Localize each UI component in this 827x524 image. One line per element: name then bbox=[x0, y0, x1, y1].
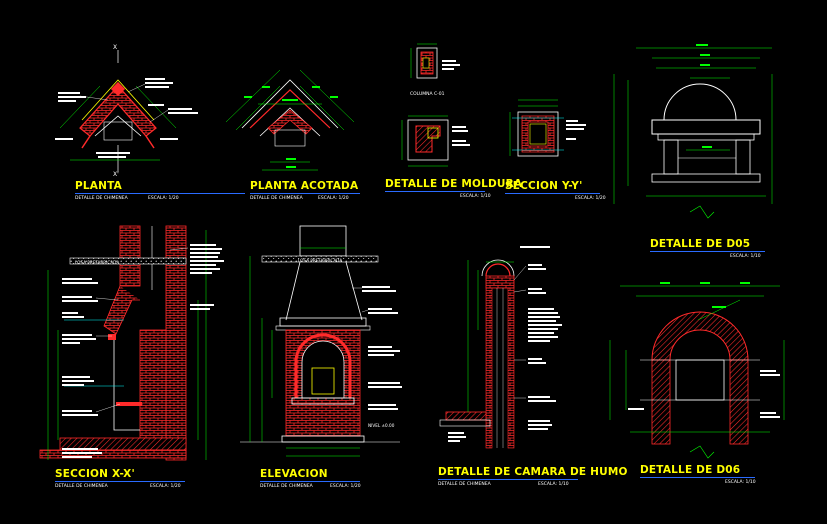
subtitle-planta: DETALLE DE CHIMENEA bbox=[75, 196, 128, 201]
losa-label-2: LOSA PREFABRICADA bbox=[298, 258, 342, 263]
title-underline bbox=[650, 251, 765, 252]
columna-label: COLUMNA C-01 bbox=[410, 91, 445, 97]
title-underline bbox=[640, 477, 755, 478]
seccion-yy-view bbox=[509, 99, 586, 157]
scale-d06: ESCALA: 1/10 bbox=[725, 480, 756, 485]
title-seccion-xx: SECCION X-X' bbox=[55, 468, 135, 480]
section-x-label: X bbox=[113, 44, 117, 51]
scale-planta: ESCALA: 1/20 bbox=[148, 196, 179, 201]
title-planta-acotada: PLANTA ACOTADA bbox=[250, 180, 359, 192]
losa-label: LOSA PREFABRICADA bbox=[75, 260, 119, 265]
d05-view bbox=[613, 44, 773, 219]
d06-view bbox=[609, 282, 785, 459]
moldura-view: COLUMNA C-01 bbox=[401, 43, 470, 167]
title-underline bbox=[250, 193, 360, 194]
nivel-label: NIVEL ±0.00 bbox=[368, 423, 395, 428]
section-x2-label: X' bbox=[113, 171, 119, 178]
title-d06: DETALLE DE D06 bbox=[640, 464, 741, 476]
camara-view bbox=[439, 246, 562, 449]
scale-seccion-yy: ESCALA: 1/20 bbox=[575, 196, 606, 201]
scale-d05: ESCALA: 1/10 bbox=[730, 254, 761, 259]
title-underline bbox=[75, 193, 245, 194]
planta-view: X X' bbox=[55, 44, 198, 178]
scale-elevacion: ESCALA: 1/20 bbox=[330, 484, 361, 489]
title-underline bbox=[55, 481, 185, 482]
title-seccion-yy: SECCION Y-Y' bbox=[505, 180, 583, 192]
title-underline bbox=[438, 479, 578, 480]
subtitle-elevacion: DETALLE DE CHIMENEA bbox=[260, 484, 313, 489]
title-underline bbox=[505, 193, 600, 194]
title-elevacion: ELEVACION bbox=[260, 468, 328, 480]
title-camara: DETALLE DE CAMARA DE HUMO bbox=[438, 466, 628, 478]
scale-moldura: ESCALA: 1/10 bbox=[460, 194, 491, 199]
seccion-xx-view: LOSA PREFABRICADA bbox=[39, 225, 224, 461]
subtitle-seccion-xx: DETALLE DE CHIMENEA bbox=[55, 484, 108, 489]
title-planta: PLANTA bbox=[75, 180, 122, 192]
title-d05: DETALLE DE D05 bbox=[650, 238, 751, 250]
scale-planta-acotada: ESCALA: 1/20 bbox=[318, 196, 349, 201]
elevacion-view: LOSA PREFABRICADA NIVEL ±0.00 bbox=[240, 225, 402, 457]
planta-acotada-view bbox=[225, 69, 355, 171]
title-underline bbox=[260, 481, 360, 482]
scale-camara: ESCALA: 1/10 bbox=[538, 482, 569, 487]
scale-seccion-xx: ESCALA: 1/20 bbox=[150, 484, 181, 489]
subtitle-camara: DETALLE DE CHIMENEA bbox=[438, 482, 491, 487]
title-underline bbox=[385, 191, 485, 192]
title-moldura: DETALLE DE MOLDURA bbox=[385, 178, 523, 190]
subtitle-planta-acotada: DETALLE DE CHIMENEA bbox=[250, 196, 303, 201]
